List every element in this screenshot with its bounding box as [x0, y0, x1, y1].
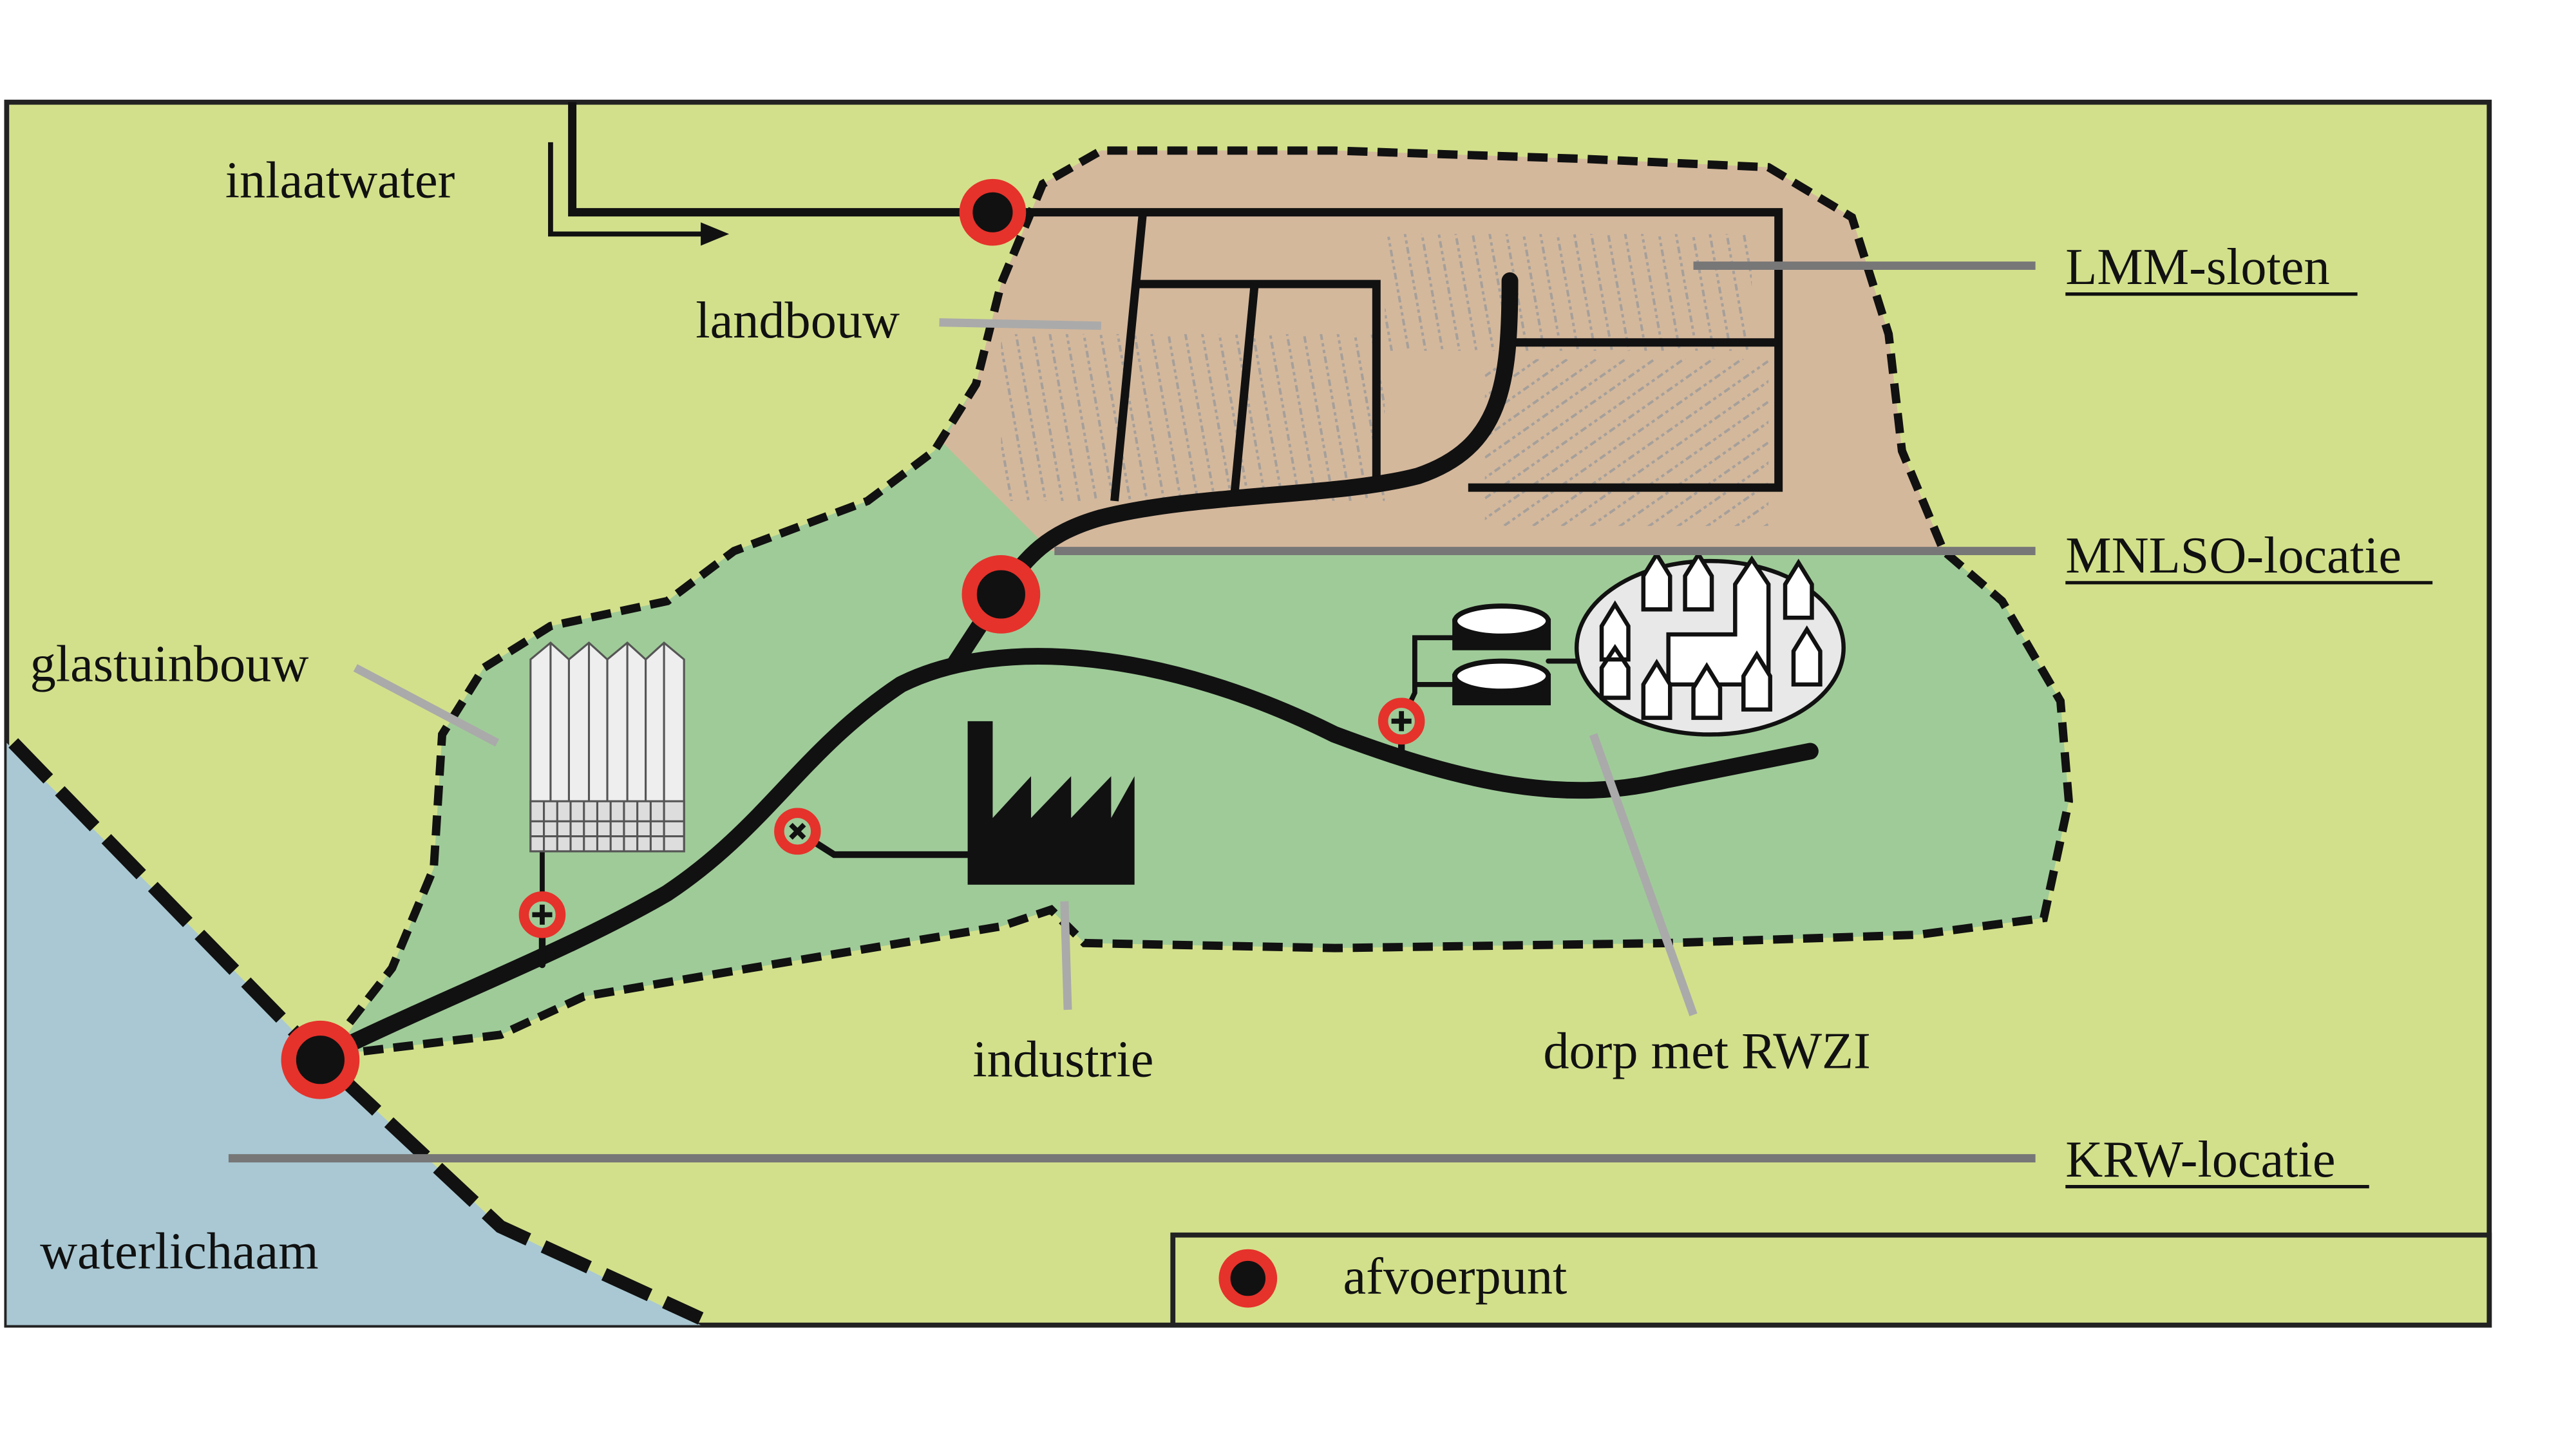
outlet-icon — [1378, 697, 1425, 745]
village-icon — [1574, 550, 1846, 737]
legend-outlet-label: afvoerpunt — [1343, 1247, 1567, 1305]
wwtp-tanks-icon — [1452, 603, 1551, 706]
water-body-boundary — [8, 738, 704, 1325]
label-agriculture: landbouw — [696, 292, 900, 349]
outlet-points — [281, 178, 1425, 1099]
outlet-icon — [774, 808, 821, 855]
label-inlet-water: inlaatwater — [225, 151, 455, 209]
inlet-arrow-icon — [548, 142, 730, 246]
outlet-icon — [961, 555, 1041, 634]
label-greenhouse: glastuinbouw — [30, 636, 309, 693]
outlet-legend-icon — [1218, 1249, 1278, 1308]
greenhouse-icon — [529, 641, 685, 853]
outlet-icon — [959, 178, 1027, 246]
ditches — [568, 102, 1783, 502]
label-lmm: LMM-sloten — [2065, 238, 2329, 296]
legend: afvoerpunt — [1170, 1232, 2492, 1328]
catchment-boundary — [330, 146, 2073, 1059]
label-village: dorp met RWZI — [1543, 1023, 1870, 1080]
label-mnlso: MNLSO-locatie — [2065, 527, 2401, 584]
label-water-body: waterlichaam — [40, 1223, 318, 1280]
label-krw: KRW-locatie — [2065, 1131, 2335, 1188]
leader-lines — [228, 261, 2036, 1163]
label-industry: industrie — [972, 1031, 1153, 1088]
outlet-icon — [281, 1020, 360, 1099]
factory-icon — [967, 721, 1135, 885]
water-body — [6, 743, 701, 1325]
outlet-icon — [518, 891, 566, 938]
